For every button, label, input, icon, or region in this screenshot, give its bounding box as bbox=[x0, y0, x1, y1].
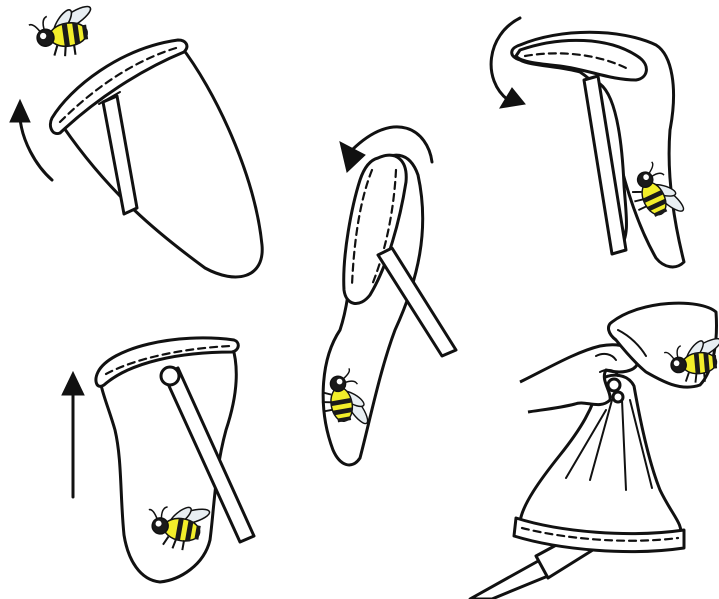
bee-icon bbox=[27, 2, 99, 61]
net-handle bbox=[470, 560, 548, 599]
step-swing-net bbox=[10, 2, 262, 277]
curved-arrow-icon bbox=[20, 118, 52, 180]
step-lift-net bbox=[62, 338, 254, 582]
step-fold-bag bbox=[491, 18, 689, 267]
step-flip-rim bbox=[317, 127, 456, 465]
step-grab-bag bbox=[470, 303, 719, 599]
